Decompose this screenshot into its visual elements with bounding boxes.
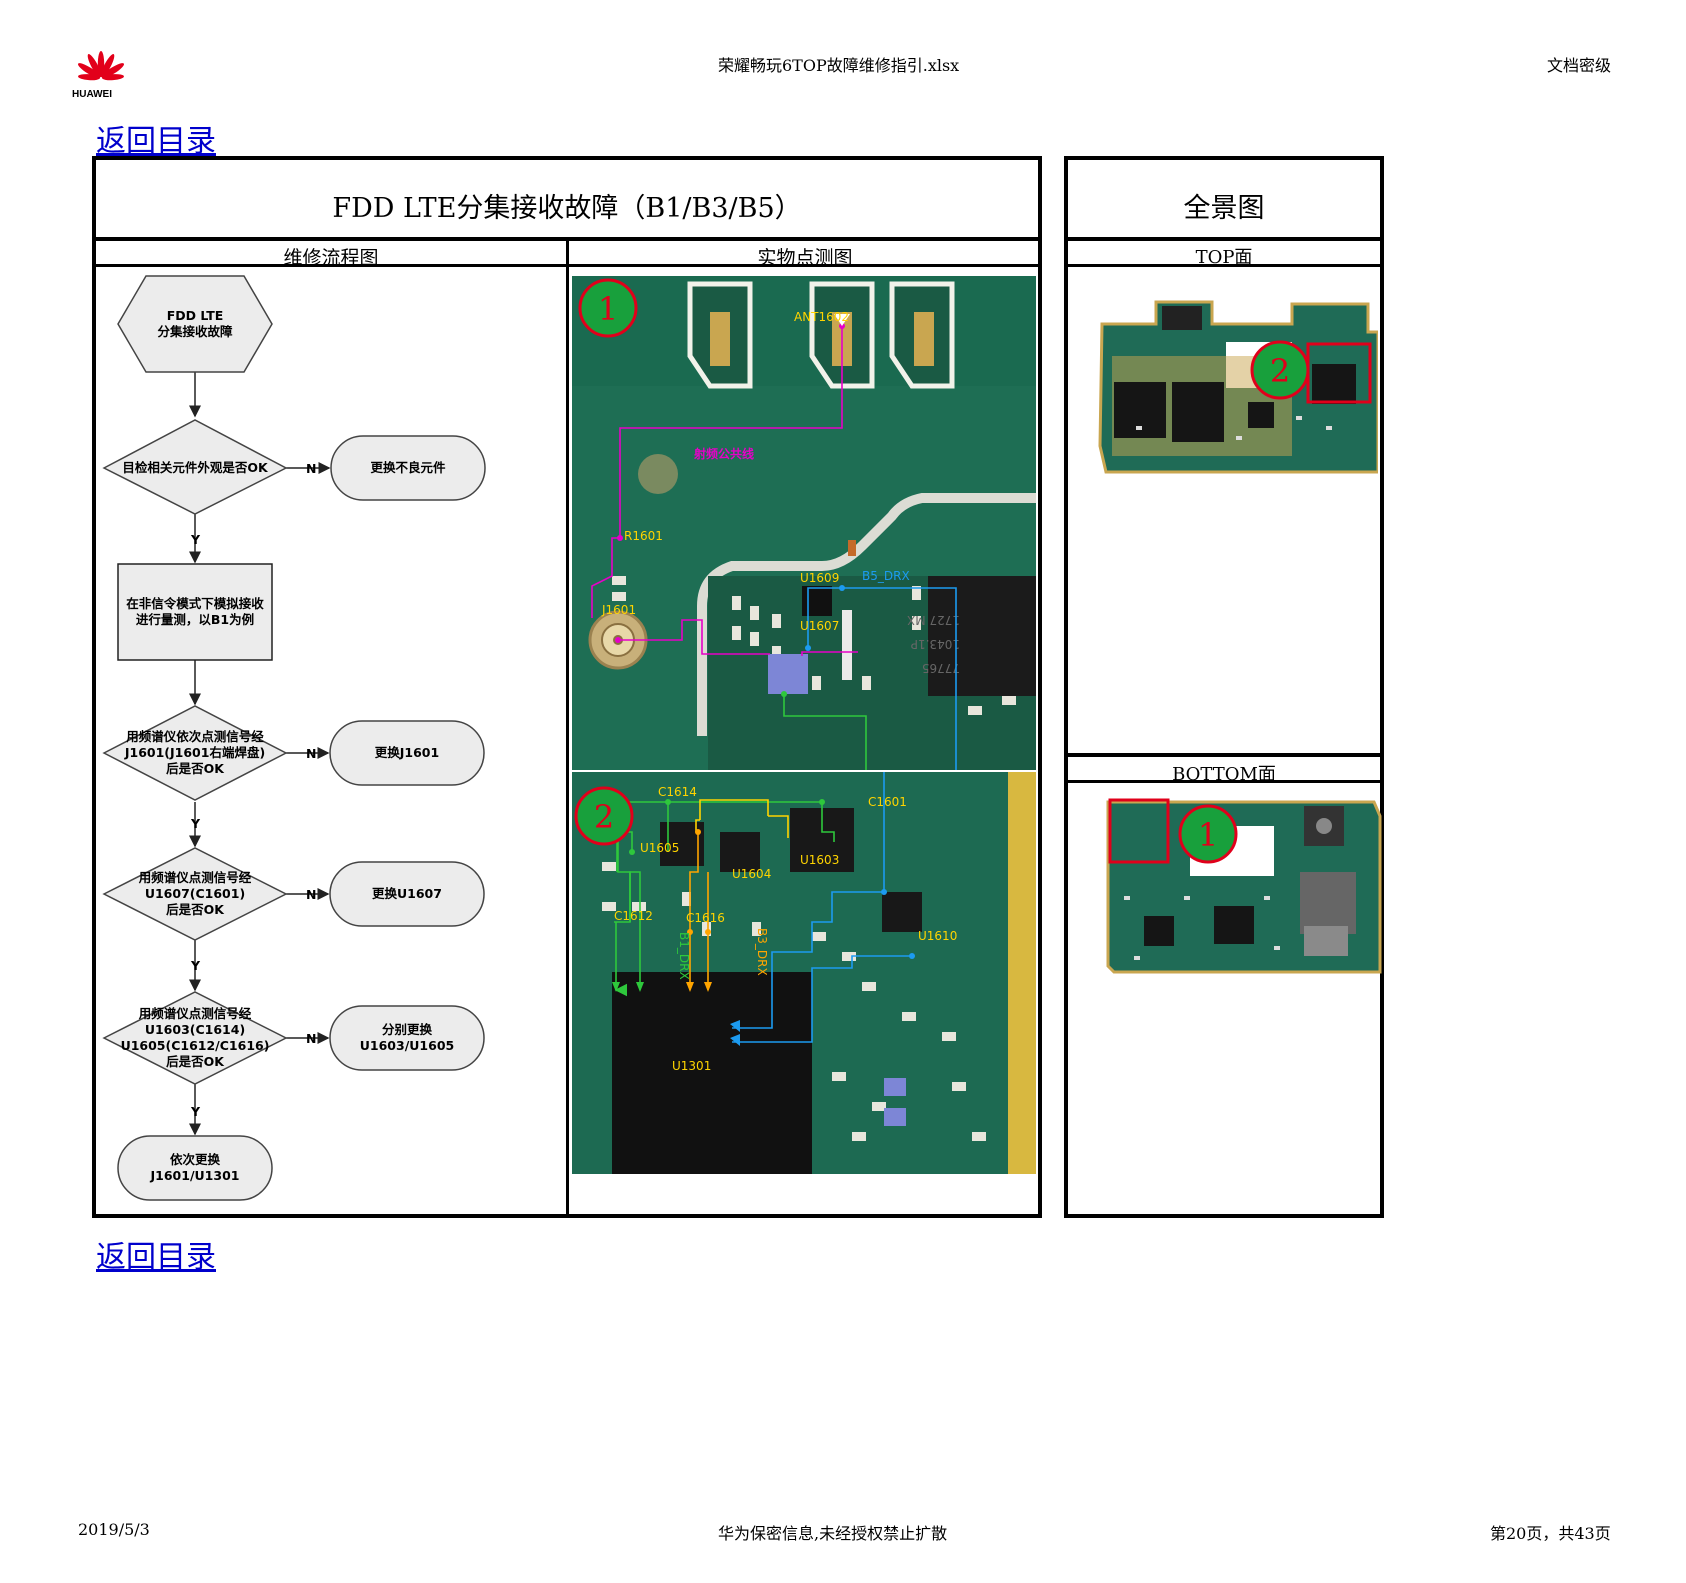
file-title: 荣耀畅玩6TOP故障维修指引.xlsx bbox=[718, 56, 960, 75]
no-label: N bbox=[306, 887, 316, 902]
svg-text:B1_DRX: B1_DRX bbox=[677, 932, 691, 980]
marker-circle bbox=[574, 786, 634, 846]
u1607-component bbox=[768, 654, 808, 694]
svg-text:J1601: J1601 bbox=[601, 603, 636, 617]
process-text: 在非信令模式下模拟接收进行量测，以B1为例 bbox=[126, 596, 264, 627]
svg-text:U1605: U1605 bbox=[640, 841, 679, 855]
action-terminator bbox=[329, 861, 485, 927]
svg-text:C1614: C1614 bbox=[658, 785, 697, 799]
svg-text:C1616: C1616 bbox=[686, 911, 725, 925]
action-terminator bbox=[330, 435, 486, 501]
marker-circle bbox=[1250, 340, 1310, 400]
svg-text:1727 MX: 1727 MX bbox=[907, 613, 960, 627]
overview-panel bbox=[1064, 156, 1384, 1218]
logo-text: HUAWEI bbox=[72, 89, 112, 100]
decision-text-1: 目检相关元件外观是否OK bbox=[122, 460, 269, 475]
decision-diamond bbox=[102, 847, 288, 941]
action-text-2: 更换J1601 bbox=[375, 745, 439, 760]
svg-text:U1610: U1610 bbox=[918, 929, 957, 943]
svg-text:C1612: C1612 bbox=[614, 909, 653, 923]
action-terminator bbox=[329, 720, 485, 786]
svg-text:U1609: U1609 bbox=[800, 571, 839, 585]
back-to-contents-link-top[interactable]: 返回目录 bbox=[96, 124, 216, 159]
marker-circle bbox=[1178, 804, 1238, 864]
pcb-photo-antenna: 1727 MX 1043.1P 77765 ANT1602 射频公共线 R160… bbox=[572, 276, 1036, 770]
decision-diamond bbox=[102, 991, 288, 1085]
svg-text:1043.1P: 1043.1P bbox=[911, 637, 960, 651]
antenna-contacts bbox=[687, 281, 955, 389]
ic-chip bbox=[928, 576, 1036, 696]
highlight-box bbox=[1108, 798, 1170, 864]
footer-confidential-notice: 华为保密信息,未经授权禁止扩散 bbox=[718, 1524, 948, 1543]
no-label: N bbox=[306, 461, 316, 476]
action-terminator bbox=[329, 1005, 485, 1071]
classification-label: 文档密级 bbox=[1547, 56, 1612, 75]
divider bbox=[566, 237, 569, 1218]
yes-label: Y bbox=[190, 816, 201, 831]
no-label: N bbox=[306, 1031, 316, 1046]
svg-text:U1603: U1603 bbox=[800, 853, 839, 867]
svg-text:2: 2 bbox=[594, 798, 614, 836]
decision-diamond bbox=[102, 705, 288, 801]
photo-column-title: 实物点测图 bbox=[757, 247, 853, 269]
bottom-side-label: BOTTOM面 bbox=[1172, 764, 1276, 785]
divider bbox=[1064, 780, 1384, 783]
pcb-photo-transceiver: U1301 bbox=[572, 772, 1036, 1174]
overview-title: 全景图 bbox=[1183, 193, 1265, 224]
marker-circle bbox=[578, 278, 638, 338]
svg-text:ANT1602: ANT1602 bbox=[794, 310, 849, 324]
flowchart-column-title: 维修流程图 bbox=[283, 247, 379, 269]
yes-label: Y bbox=[190, 1104, 201, 1119]
divider bbox=[1064, 753, 1384, 757]
action-text-1: 更换不良元件 bbox=[370, 460, 446, 475]
top-side-label: TOP面 bbox=[1195, 247, 1253, 268]
svg-text:B5_DRX: B5_DRX bbox=[862, 569, 910, 583]
u1301-chip bbox=[612, 972, 812, 1174]
yes-label: Y bbox=[190, 958, 201, 973]
start-hexagon bbox=[117, 275, 273, 373]
process-box bbox=[117, 563, 273, 661]
no-label: N bbox=[306, 746, 316, 761]
pcb-overview-bottom: 1 bbox=[1106, 798, 1382, 974]
footer-date: 2019/5/3 bbox=[78, 1520, 150, 1539]
footer-page-number: 第20页，共43页 bbox=[1490, 1524, 1611, 1543]
divider bbox=[1064, 237, 1384, 241]
back-to-contents-link-bottom[interactable]: 返回目录 bbox=[96, 1240, 216, 1275]
svg-text:1: 1 bbox=[598, 290, 618, 328]
svg-text:C1601: C1601 bbox=[868, 795, 907, 809]
panel-title: FDD LTE分集接收故障（B1/B3/B5） bbox=[332, 193, 802, 224]
pcb-overview-top: 2 bbox=[1098, 300, 1378, 474]
svg-text:U1604: U1604 bbox=[732, 867, 771, 881]
end-terminator bbox=[117, 1135, 273, 1201]
svg-text:77765: 77765 bbox=[922, 661, 960, 675]
huawei-logo bbox=[77, 51, 125, 81]
yes-label: Y bbox=[190, 532, 201, 547]
svg-text:2: 2 bbox=[1270, 352, 1290, 390]
svg-text:R1601: R1601 bbox=[624, 529, 663, 543]
action-text-3: 更换U1607 bbox=[372, 886, 442, 901]
svg-text:U1301: U1301 bbox=[672, 1059, 711, 1073]
svg-text:U1607: U1607 bbox=[800, 619, 839, 633]
svg-text:1: 1 bbox=[1198, 816, 1218, 854]
svg-text:B3_DRX: B3_DRX bbox=[755, 928, 769, 976]
divider bbox=[1064, 264, 1384, 267]
svg-text:射频公共线: 射频公共线 bbox=[693, 446, 754, 461]
decision-diamond bbox=[102, 419, 288, 515]
